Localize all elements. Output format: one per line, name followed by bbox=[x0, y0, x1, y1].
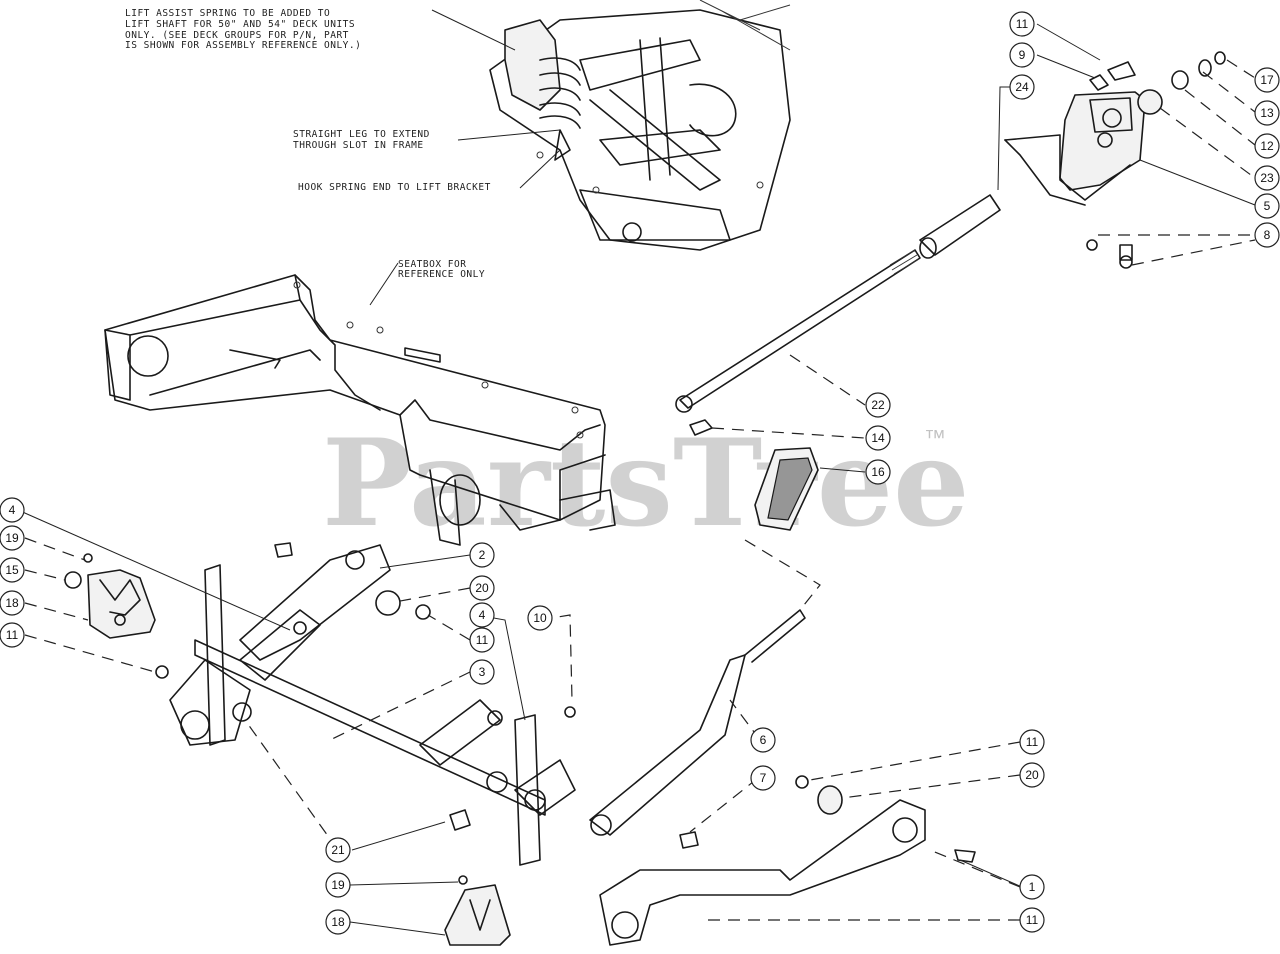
callout-18-left: 18 bbox=[0, 590, 25, 616]
callout-3: 3 bbox=[469, 659, 495, 685]
callout-4-left: 4 bbox=[0, 497, 25, 523]
seatbox-leader bbox=[369, 262, 399, 306]
callout-14: 14 bbox=[865, 425, 891, 451]
watermark-trademark: ™ bbox=[924, 425, 946, 450]
callout-11-bottom: 11 bbox=[1019, 907, 1045, 933]
lower-lift-bracket bbox=[444, 875, 511, 946]
svg-text:1: 1 bbox=[1029, 880, 1036, 894]
right-lift-arm bbox=[599, 775, 976, 946]
leader-lines bbox=[17, 23, 1256, 936]
svg-text:13: 13 bbox=[1260, 106, 1274, 120]
svg-text:6: 6 bbox=[760, 733, 767, 747]
callout-24: 24 bbox=[1009, 74, 1035, 100]
callout-7: 7 bbox=[750, 765, 776, 791]
svg-text:20: 20 bbox=[475, 581, 489, 595]
svg-text:4: 4 bbox=[9, 503, 16, 517]
callout-15: 15 bbox=[0, 557, 25, 583]
callout-23: 23 bbox=[1254, 165, 1280, 191]
callout-11-top: 11 bbox=[1009, 11, 1035, 37]
straight-leg-note-line2: THROUGH SLOT IN FRAME bbox=[293, 140, 424, 151]
svg-text:11: 11 bbox=[1026, 913, 1039, 927]
pedal-pad bbox=[754, 447, 819, 531]
svg-text:21: 21 bbox=[331, 843, 345, 857]
callout-4-center: 4 bbox=[469, 602, 495, 628]
svg-text:4: 4 bbox=[479, 608, 486, 622]
hook-spring-leader bbox=[519, 149, 561, 189]
linkage-rod bbox=[589, 609, 806, 849]
seatbox-frame bbox=[104, 274, 616, 546]
shaft-assembly bbox=[675, 194, 1001, 436]
lift-assist-leader bbox=[431, 9, 516, 51]
svg-text:18: 18 bbox=[5, 596, 19, 610]
seatbox-note-line1: SEATBOX FOR bbox=[398, 259, 466, 270]
svg-text:11: 11 bbox=[6, 628, 19, 642]
left-lift-bracket bbox=[64, 553, 156, 639]
svg-text:17: 17 bbox=[1260, 73, 1274, 87]
callout-16: 16 bbox=[865, 459, 891, 485]
watermark-brand: PartsTree bbox=[322, 413, 969, 554]
callout-17: 17 bbox=[1254, 67, 1280, 93]
svg-text:11: 11 bbox=[1016, 17, 1029, 31]
callout-1: 1 bbox=[1019, 874, 1045, 900]
svg-text:24: 24 bbox=[1015, 80, 1029, 94]
svg-text:3: 3 bbox=[479, 665, 486, 679]
callout-5: 5 bbox=[1254, 193, 1280, 219]
svg-text:20: 20 bbox=[1025, 768, 1039, 782]
lift-assist-note-line1: LIFT ASSIST SPRING TO BE ADDED TO bbox=[125, 8, 330, 19]
lift-assist-note: LIFT ASSIST SPRING TO BE ADDED TO LIFT S… bbox=[125, 8, 361, 51]
lift-arm-assembly bbox=[155, 542, 576, 866]
svg-text:11: 11 bbox=[476, 633, 489, 647]
lift-assist-spring-assembly bbox=[489, 0, 791, 251]
svg-text:5: 5 bbox=[1264, 199, 1271, 213]
callout-2: 2 bbox=[469, 542, 495, 568]
svg-text:22: 22 bbox=[871, 398, 885, 412]
callout-21: 21 bbox=[325, 837, 351, 863]
svg-text:7: 7 bbox=[760, 771, 767, 785]
lift-assist-note-line4: IS SHOWN FOR ASSEMBLY REFERENCE ONLY.) bbox=[125, 40, 361, 51]
svg-text:9: 9 bbox=[1019, 48, 1026, 62]
callout-20-top: 20 bbox=[469, 575, 495, 601]
svg-text:10: 10 bbox=[533, 611, 547, 625]
svg-text:16: 16 bbox=[871, 465, 885, 479]
callout-22: 22 bbox=[865, 392, 891, 418]
svg-text:19: 19 bbox=[331, 878, 345, 892]
callout-9: 9 bbox=[1009, 42, 1035, 68]
svg-text:11: 11 bbox=[1026, 735, 1039, 749]
seatbox-note-line2: REFERENCE ONLY bbox=[398, 269, 485, 280]
straight-leg-leader bbox=[457, 129, 561, 141]
svg-text:18: 18 bbox=[331, 915, 345, 929]
callout-18-bottom: 18 bbox=[325, 909, 351, 935]
callout-19-bottom: 19 bbox=[325, 872, 351, 898]
callout-10: 10 bbox=[527, 605, 553, 631]
callout-19-left: 19 bbox=[0, 525, 25, 551]
hook-spring-note: HOOK SPRING END TO LIFT BRACKET bbox=[298, 182, 491, 193]
lift-assist-note-line3: ONLY. (SEE DECK GROUPS FOR P/N, PART bbox=[125, 30, 349, 41]
straight-leg-note-line1: STRAIGHT LEG TO EXTEND bbox=[293, 129, 430, 140]
svg-text:8: 8 bbox=[1264, 228, 1271, 242]
callout-11-center: 11 bbox=[469, 627, 495, 653]
svg-text:14: 14 bbox=[871, 431, 885, 445]
svg-text:2: 2 bbox=[479, 548, 486, 562]
svg-text:19: 19 bbox=[5, 531, 19, 545]
callout-6: 6 bbox=[750, 727, 776, 753]
svg-text:15: 15 bbox=[5, 563, 19, 577]
callout-12: 12 bbox=[1254, 133, 1280, 159]
svg-text:23: 23 bbox=[1260, 171, 1274, 185]
svg-text:12: 12 bbox=[1260, 139, 1274, 153]
callout-13: 13 bbox=[1254, 100, 1280, 126]
callout-11-left: 11 bbox=[0, 622, 25, 648]
callout-8: 8 bbox=[1254, 222, 1280, 248]
lift-assist-note-line2: LIFT SHAFT FOR 50" AND 54" DECK UNITS bbox=[125, 19, 355, 30]
callout-11-right: 11 bbox=[1019, 729, 1045, 755]
callout-20-right: 20 bbox=[1019, 762, 1045, 788]
right-bracket-assembly bbox=[1004, 51, 1226, 269]
